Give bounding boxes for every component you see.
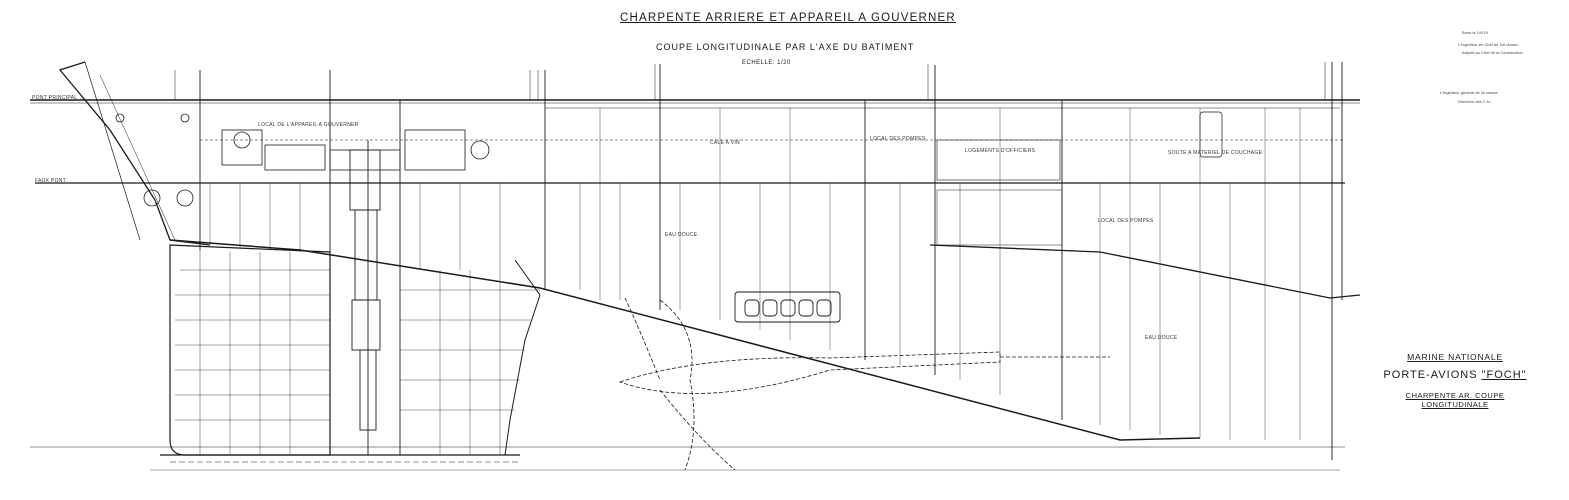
signature-line-5: Directeur des C.N. [1458,99,1491,104]
stern-profile [58,61,211,246]
room-label-cale-vin: CALE A VIN [710,140,740,146]
room-label-pompes-upper: LOCAL DES POMPES [870,136,926,142]
deck-label-pont-principal: PONT PRINCIPAL [32,95,78,101]
aft-peak-frame [169,244,331,456]
drawing-title: CHARPENTE ARRIERE ET APPAREIL A GOUVERNE… [620,12,956,24]
signature-line-3: Adjoint au Chef de la Construction [1462,50,1523,55]
title-block: MARINE NATIONALE PORTE-AVIONS "FOCH" CHA… [1380,352,1530,409]
inspection-openings [734,291,841,323]
propeller-shaft [618,297,1110,471]
room-label-soute: SOUTE A MATERIEL DE COUCHAGE [1168,150,1263,156]
title-block-organization: MARINE NATIONALE [1407,352,1503,362]
title-block-vessel-name: "FOCH" [1481,369,1527,381]
title-block-vessel-type: PORTE-AVIONS [1383,369,1478,381]
room-label-eau-douce-2: EAU DOUCE [1145,335,1178,341]
title-block-vessel: PORTE-AVIONS "FOCH" [1380,369,1530,381]
rudder-stock [349,140,381,455]
steering-gear-machinery [221,129,490,171]
scale-label: ECHELLE: 1/20 [742,60,791,66]
hull-bottom-line [169,239,1201,441]
drawing-subtitle: COUPE LONGITUDINALE PAR L'AXE DU BATIMEN… [656,42,915,52]
signature-line-1: Brest le 1/5/19 [1462,30,1488,35]
room-label-logements: LOGEMENTS D'OFFICIERS [965,148,1036,154]
deck-label-faux-pont: FAUX PONT [35,178,67,184]
room-label-appareil: LOCAL DE L'APPAREIL A GOUVERNER [258,122,359,128]
room-label-eau-douce-1: EAU DOUCE [665,232,698,238]
room-label-pompes-lower: LOCAL DES POMPES [1098,218,1154,224]
signature-line-2: L'Ingenieur en Chef de 1re classe [1458,42,1518,47]
signature-line-4: L'Ingenieur general de 2e classe [1440,90,1498,95]
title-block-description: CHARPENTE AR. COUPE LONGITUDINALE [1405,391,1505,409]
